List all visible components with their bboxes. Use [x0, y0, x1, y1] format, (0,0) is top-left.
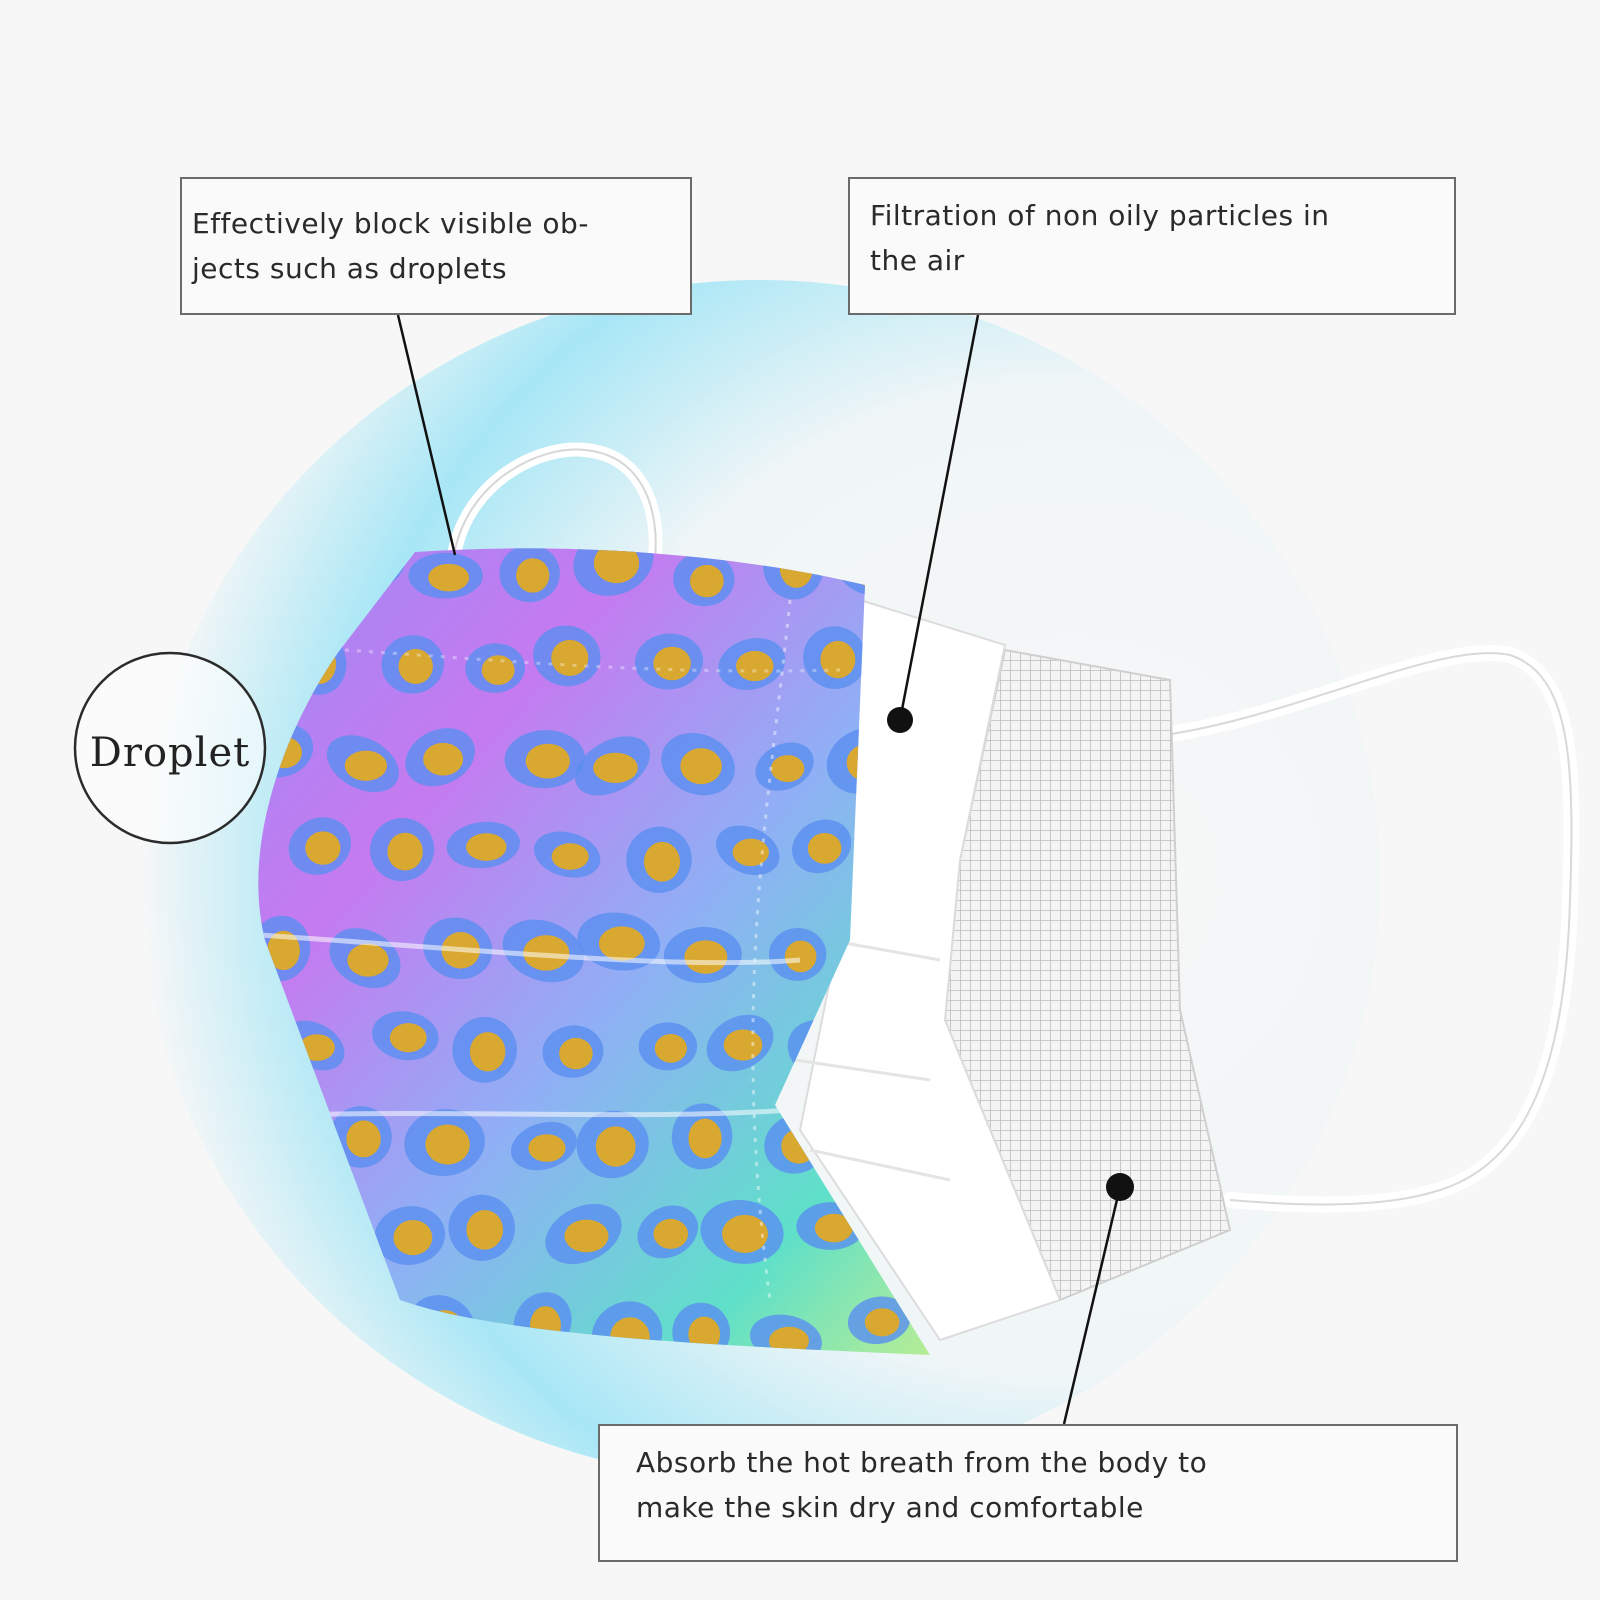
- leopard-spot-gold: [305, 831, 341, 865]
- leopard-spot-gold: [347, 943, 389, 977]
- leopard-spot-gold: [423, 742, 464, 776]
- leopard-spot-gold: [595, 1126, 636, 1167]
- callout-absorb-line-2: make the skin dry and comfortable: [636, 1491, 1144, 1524]
- leopard-spot-gold: [387, 832, 423, 871]
- leopard-spot-gold: [723, 1029, 763, 1061]
- leopard-spot-gold: [593, 752, 638, 783]
- leopard-spot-gold: [389, 1023, 427, 1053]
- leopard-spot-gold: [267, 930, 300, 971]
- callout-absorb-breath: Absorb the hot breath from the body to m…: [598, 1424, 1458, 1562]
- callout-filter-line-2: the air: [870, 244, 965, 277]
- leopard-spot-gold: [598, 926, 645, 961]
- callout-absorb-line-1: Absorb the hot breath from the body to: [636, 1446, 1208, 1479]
- leopard-spot-gold: [428, 563, 470, 592]
- leader-line-block: [396, 314, 457, 556]
- leader-line-filter: [898, 314, 980, 721]
- leopard-spot-gold: [525, 743, 570, 779]
- leopard-spot-gold: [688, 1118, 722, 1159]
- leader-dot-absorb: [1106, 1173, 1134, 1201]
- leopard-spot-gold: [820, 640, 856, 679]
- leopard-spot-gold: [653, 1218, 689, 1249]
- callout-block-line-2: jects such as droplets: [192, 252, 508, 285]
- leopard-spot-gold: [528, 1134, 566, 1162]
- leopard-spot-gold: [684, 940, 728, 974]
- leopard-spot-gold: [523, 935, 570, 971]
- leopard-spot-gold: [551, 639, 589, 677]
- leopard-spot-gold: [644, 841, 681, 882]
- leopard-spot-gold: [516, 558, 550, 593]
- leopard-spot-gold: [425, 1124, 470, 1165]
- leopard-spot-gold: [551, 843, 589, 870]
- leopard-spot-gold: [814, 1213, 853, 1243]
- droplet-circle: [73, 651, 267, 845]
- leopard-spot-gold: [654, 1033, 687, 1063]
- callout-block-line-1: Effectively block visible ob-: [192, 207, 589, 240]
- leopard-spot-gold: [680, 748, 722, 785]
- leader-line-absorb: [1062, 1186, 1122, 1425]
- leopard-spot-gold: [346, 1120, 381, 1158]
- leopard-spot-gold: [653, 646, 691, 681]
- leader-dot-filter: [887, 707, 913, 733]
- leopard-spot-gold: [398, 648, 433, 684]
- white-filter-layer: [798, 598, 1062, 1342]
- leopard-spot-gold: [593, 548, 640, 584]
- callout-filter-line-1: Filtration of non oily particles in: [870, 199, 1330, 232]
- leopard-spot-gold: [265, 1321, 304, 1350]
- callout-filtration: Filtration of non oily particles in the …: [848, 177, 1456, 315]
- leopard-spot-gold: [564, 1219, 609, 1253]
- leopard-spot-gold: [466, 833, 507, 861]
- leopard-spot: [258, 1306, 315, 1355]
- leopard-spot-gold: [469, 1032, 506, 1072]
- droplet-label: Droplet: [89, 730, 251, 776]
- leopard-spot-gold: [690, 564, 724, 598]
- leopard-spot-gold: [481, 655, 515, 685]
- leopard-spot-gold: [466, 1209, 504, 1250]
- leopard-spot-gold: [393, 1219, 433, 1256]
- leopard-spot-gold: [299, 1034, 335, 1061]
- leopard-spot-gold: [770, 755, 805, 783]
- callout-block-droplets: Effectively block visible ob- jects such…: [180, 177, 692, 315]
- leopard-spot-gold: [559, 1037, 593, 1070]
- leopard-spot-gold: [784, 940, 817, 973]
- leopard-spot-gold: [722, 1214, 768, 1254]
- leopard-spot-gold: [807, 832, 842, 864]
- leopard-spot-gold: [864, 1308, 900, 1337]
- leopard-spot-gold: [344, 750, 387, 781]
- leopard-spot-gold: [732, 838, 769, 867]
- leopard-spot-gold: [735, 650, 774, 682]
